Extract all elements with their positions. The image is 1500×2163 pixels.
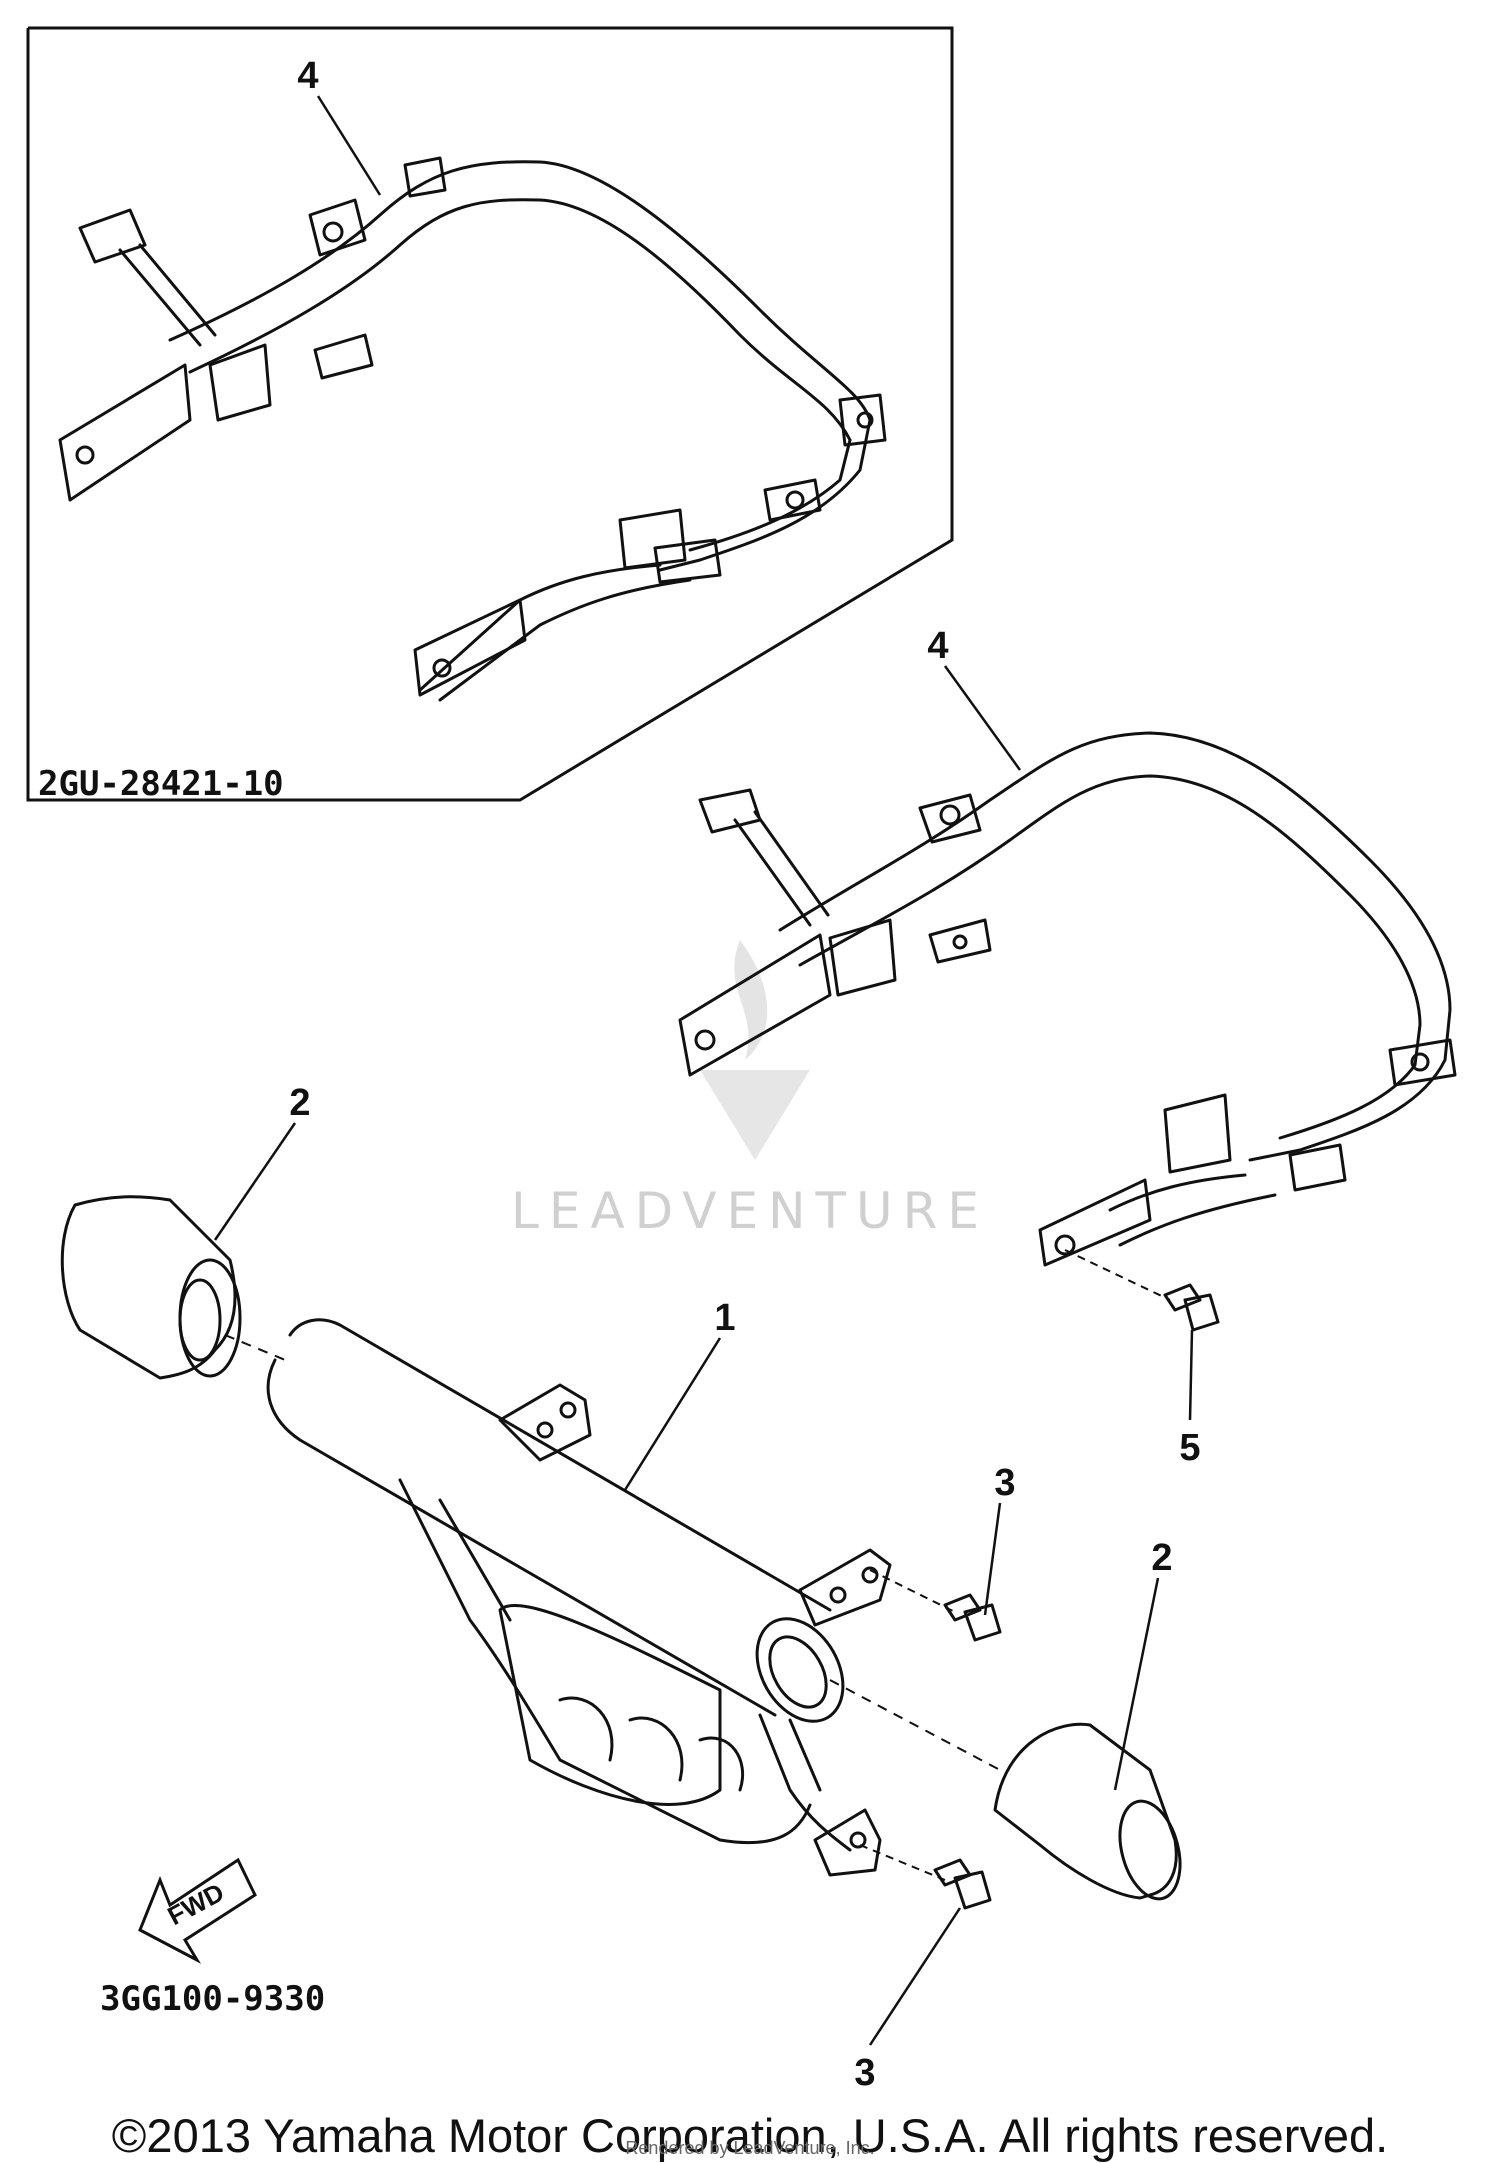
end-cap-right [993,1722,1182,1901]
callout-5: 5 [1179,1427,1200,1469]
watermark-text: LEADVENTURE [511,1182,989,1240]
fwd-arrow: FWD [138,1857,257,1964]
inset-callout-4: 4 [297,55,318,97]
inset-part-code: 2GU-28421-10 [38,764,284,804]
inset-panel: 2GU-28421-10 4 [26,26,954,804]
callout-2-left: 2 [289,1082,310,1124]
end-cap-left [60,1195,242,1380]
rear-guard [678,731,1457,1267]
bolt-5 [1163,1283,1220,1332]
bolt-3-lower [933,1858,992,1910]
front-guard [266,1318,892,1877]
inset-rear-guard [58,156,887,702]
callout-4-main: 4 [927,625,948,667]
callout-3-upper: 3 [994,1462,1015,1504]
copyright-notice: ©2013 Yamaha Motor Corporation, U.S.A. A… [111,2109,1389,2162]
leadventure-watermark: LEADVENTURE [511,940,989,1240]
rendered-by: Rendered by LeadVenture, Inc. [625,2138,875,2158]
bolt-3-upper [943,1593,1002,1642]
callout-1: 1 [714,1297,735,1339]
callout-2-right: 2 [1151,1537,1172,1579]
callout-3-lower: 3 [854,2052,875,2094]
diagram-code: 3GG100-9330 [100,1979,325,2019]
